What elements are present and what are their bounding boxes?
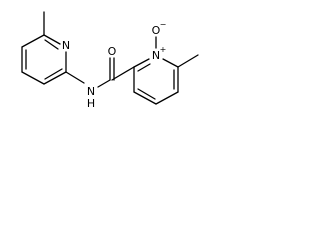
bond	[162, 58, 179, 68]
bond	[155, 91, 179, 105]
atom-carbonyl-oxygen: O	[108, 45, 117, 58]
n-plus-charge: +	[160, 45, 167, 54]
left-pyridine-ring	[21, 11, 67, 85]
atom-n-right-ring: N	[152, 49, 160, 62]
o-minus-charge: −	[160, 20, 167, 29]
atom-nh-nitrogen: N	[87, 85, 95, 98]
bond	[65, 71, 85, 84]
bond	[97, 79, 111, 88]
bond	[111, 66, 135, 81]
bond	[137, 63, 151, 72]
bond	[137, 88, 156, 100]
bond	[44, 68, 63, 80]
bond	[21, 34, 45, 48]
atom-nh-hydrogen: H	[87, 97, 95, 110]
bond	[43, 71, 67, 85]
atom-n-left-ring: N	[62, 39, 70, 52]
right-pyridine-n-oxide-ring	[133, 36, 199, 105]
molecule-structure: N N H O N + O −	[21, 11, 199, 110]
bond	[133, 91, 157, 105]
bond	[21, 71, 45, 85]
bond	[133, 58, 150, 68]
atom-n-oxide-oxygen: O	[152, 24, 161, 37]
methyl-bond	[177, 54, 199, 68]
bond	[43, 34, 61, 45]
bond	[44, 39, 59, 50]
